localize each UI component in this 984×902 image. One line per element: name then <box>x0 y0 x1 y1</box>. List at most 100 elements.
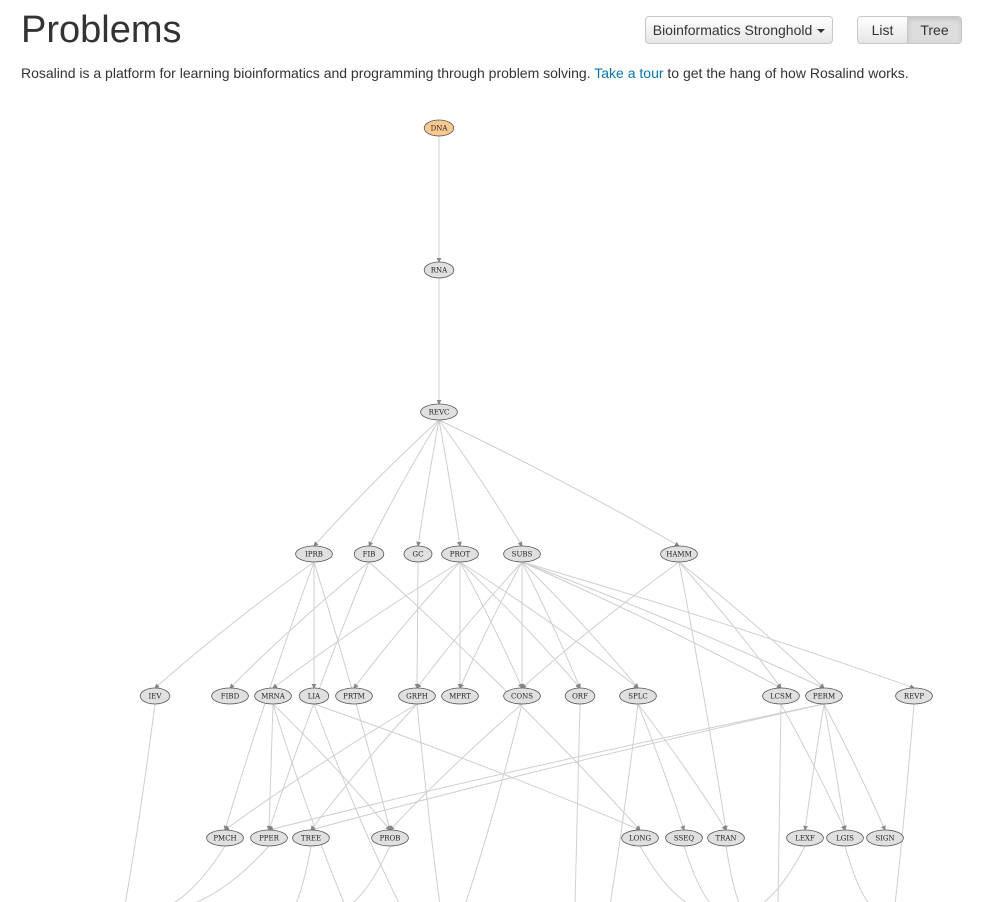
problem-node-shape-fib <box>353 545 385 563</box>
problem-node-shape-sseq <box>665 829 703 847</box>
edge-mrna-prob <box>272 703 391 831</box>
problem-node-label-fibd: FIBD <box>221 693 240 701</box>
intro-text-before: Rosalind is a platform for learning bioi… <box>21 65 595 81</box>
edge-subs-mprt <box>459 561 523 689</box>
problem-node-label-tran: TRAN <box>715 835 736 843</box>
edge-perm-pper <box>268 703 825 832</box>
edge-hamm-lcsm <box>678 561 782 689</box>
problem-node-shape-rna <box>423 261 455 279</box>
edge-splc-tran <box>637 703 727 831</box>
page-title: Problems <box>21 9 182 51</box>
problem-node-prtm[interactable]: PRTM <box>335 687 373 705</box>
edge-prot-orf <box>459 561 581 689</box>
problem-node-hamm[interactable]: HAMM <box>660 545 698 563</box>
problem-node-lexf[interactable]: LEXF <box>786 829 824 847</box>
edge-lia-long <box>313 703 641 831</box>
edge-subs-revp <box>521 561 915 689</box>
problem-node-mrna[interactable]: MRNA <box>254 687 292 705</box>
edge-iprb-iev <box>154 561 315 689</box>
problem-node-label-long: LONG <box>629 835 652 843</box>
problem-node-label-lgis: LGIS <box>836 835 854 843</box>
edge-continuation-3 <box>295 845 312 902</box>
edge-subs-grph <box>416 561 523 689</box>
problem-node-prob[interactable]: PROB <box>371 829 409 847</box>
problem-node-label-pper: PPER <box>259 835 280 843</box>
edge-continuation-0 <box>125 703 156 902</box>
problem-node-shape-sign <box>866 829 904 847</box>
problem-node-pper[interactable]: PPER <box>250 829 288 847</box>
problem-node-iprb[interactable]: IPRB <box>295 545 333 563</box>
problem-node-orf[interactable]: ORF <box>564 687 596 705</box>
problem-node-dna[interactable]: DNA <box>423 119 455 137</box>
edge-continuation-12 <box>777 703 782 902</box>
edge-fib-fibd <box>229 561 370 689</box>
problem-node-shape-dna <box>423 119 455 137</box>
problem-node-subs[interactable]: SUBS <box>503 545 541 563</box>
problem-node-label-sign: SIGN <box>875 835 894 843</box>
tree-view-button[interactable]: Tree <box>908 17 961 43</box>
problem-node-tree[interactable]: TREE <box>292 829 330 847</box>
edge-continuation-15 <box>894 703 915 902</box>
edge-continuation-10 <box>683 845 711 902</box>
edge-continuation-17 <box>313 703 400 902</box>
problem-node-shape-prob <box>371 829 409 847</box>
problem-node-label-mrna: MRNA <box>261 693 286 701</box>
edge-revc-hamm <box>438 419 680 547</box>
edge-revc-subs <box>438 419 523 547</box>
edge-splc-sseq <box>637 703 686 831</box>
problem-node-perm[interactable]: PERM <box>805 687 843 705</box>
take-a-tour-link[interactable]: Take a tour <box>594 65 664 81</box>
edge-prot-mrna <box>272 561 461 689</box>
problem-node-long[interactable]: LONG <box>621 829 659 847</box>
problem-node-label-tree: TREE <box>301 835 321 843</box>
edge-continuation-4 <box>352 845 391 902</box>
problem-node-shape-lia <box>298 687 330 705</box>
problem-set-dropdown-label: Bioinformatics Stronghold <box>652 22 813 38</box>
edge-lcsm-lgis <box>780 703 846 831</box>
problem-node-grph[interactable]: GRPH <box>398 687 436 705</box>
problem-node-revc[interactable]: REVC <box>420 403 458 421</box>
problem-node-label-prtm: PRTM <box>343 693 365 701</box>
edge-continuation-8 <box>609 703 639 902</box>
problem-node-fib[interactable]: FIB <box>353 545 385 563</box>
problem-node-prot[interactable]: PROT <box>441 545 479 563</box>
problem-node-fibd[interactable]: FIBD <box>211 687 249 705</box>
problem-node-splc[interactable]: SPLC <box>619 687 657 705</box>
problem-node-shape-pmch <box>206 829 244 847</box>
problem-set-dropdown[interactable]: Bioinformatics Stronghold <box>645 16 833 44</box>
problem-node-label-cons: CONS <box>511 693 533 701</box>
problem-node-sign[interactable]: SIGN <box>866 829 904 847</box>
problem-node-shape-iev <box>139 687 171 705</box>
problem-node-label-lexf: LEXF <box>795 835 815 843</box>
edge-revc-gc <box>416 419 440 547</box>
problem-node-lgis[interactable]: LGIS <box>826 829 864 847</box>
problem-node-shape-long <box>621 829 659 847</box>
problem-node-rna[interactable]: RNA <box>423 261 455 279</box>
problem-node-label-grph: GRPH <box>406 693 428 701</box>
problem-node-pmch[interactable]: PMCH <box>206 829 244 847</box>
caret-down-icon <box>817 29 826 33</box>
problem-node-revp[interactable]: REVP <box>895 687 933 705</box>
problem-node-label-iprb: IPRB <box>305 551 323 559</box>
problem-node-lia[interactable]: LIA <box>298 687 330 705</box>
view-toggle: List Tree <box>857 16 962 44</box>
problem-node-shape-cons <box>503 687 541 705</box>
problem-node-shape-orf <box>564 687 596 705</box>
problem-node-mprt[interactable]: MPRT <box>441 687 479 705</box>
problem-node-tran[interactable]: TRAN <box>707 829 745 847</box>
problem-node-iev[interactable]: IEV <box>139 687 171 705</box>
problem-node-label-revc: REVC <box>429 409 450 417</box>
edge-revc-fib <box>368 419 440 547</box>
problem-node-cons[interactable]: CONS <box>503 687 541 705</box>
edge-cons-prob <box>389 703 523 831</box>
problem-node-shape-lexf <box>786 829 824 847</box>
edge-continuation-6 <box>465 703 523 902</box>
problem-node-lcsm[interactable]: LCSM <box>762 687 800 705</box>
problem-node-sseq[interactable]: SSEQ <box>665 829 703 847</box>
edge-continuation-2 <box>195 845 270 902</box>
problem-node-gc[interactable]: GC <box>403 545 433 563</box>
list-view-button[interactable]: List <box>858 17 908 43</box>
problem-node-shape-fibd <box>211 687 249 705</box>
problem-node-shape-tran <box>707 829 745 847</box>
